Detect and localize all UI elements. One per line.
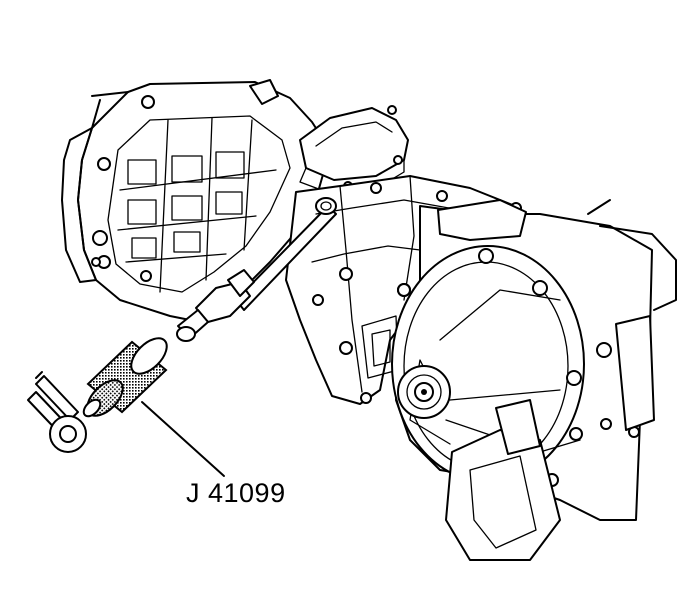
transmission-case — [61, 79, 331, 323]
transfer-case — [391, 199, 677, 561]
shift-cover — [299, 105, 409, 195]
label-leader-line — [141, 401, 225, 477]
j41099-tool — [82, 337, 168, 418]
ratchet-handle — [27, 371, 87, 453]
shift-rod — [235, 197, 337, 311]
speed-sensor-fitting — [176, 269, 255, 342]
tool-label: J 41099 — [186, 478, 286, 508]
